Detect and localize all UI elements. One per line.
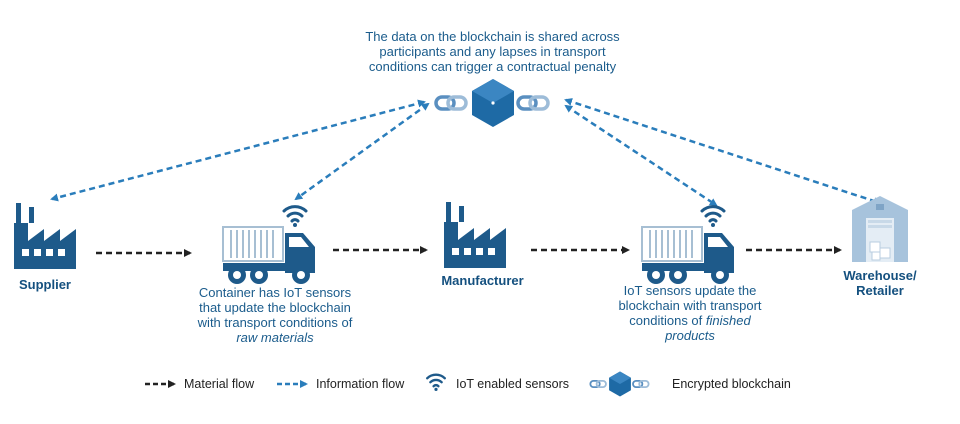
warehouse-label: Warehouse/ Retailer xyxy=(830,268,930,298)
truck1-caption: Container has IoT sensors that update th… xyxy=(180,285,370,345)
wifi-icon xyxy=(700,205,726,229)
material-flow-arrows xyxy=(96,246,842,257)
legend-wifi-icon xyxy=(426,373,446,393)
truck2-italic-inline: finished xyxy=(705,313,751,328)
warehouse-icon xyxy=(852,196,908,262)
legend-iot-label: IoT enabled sensors xyxy=(456,377,570,391)
note-line-1: The data on the blockchain is shared acr… xyxy=(365,29,620,44)
info-arrow-truck1 xyxy=(294,102,430,201)
truck-raw-materials-icon xyxy=(222,226,316,285)
truck2-line-2: blockchain with transport xyxy=(618,298,762,313)
manufacturer-factory-icon xyxy=(444,202,506,268)
warehouse-line-2: Retailer xyxy=(856,283,904,298)
truck2-line-3: conditions of finished xyxy=(605,313,775,328)
info-arrow-truck2 xyxy=(564,104,718,207)
supplier-label: Supplier xyxy=(18,277,71,292)
legend-blockchain-label: Encrypted blockchain xyxy=(672,377,791,391)
supplier-factory-icon xyxy=(14,203,76,269)
truck2-line-1: IoT sensors update the xyxy=(623,283,757,298)
truck1-italic: raw materials xyxy=(236,330,314,345)
note-line-2: participants and any lapses in transport xyxy=(379,44,606,59)
wifi-icon xyxy=(282,205,308,229)
blockchain-icon xyxy=(434,79,550,127)
info-arrow-warehouse xyxy=(564,98,882,205)
legend-blockchain-icon xyxy=(589,371,650,397)
truck1-line-1: Container has IoT sensors xyxy=(198,285,352,300)
note-line-3: conditions can trigger a contractual pen… xyxy=(368,59,617,74)
warehouse-line-1: Warehouse/ xyxy=(843,268,917,283)
legend-material-label: Material flow xyxy=(184,377,255,391)
info-arrow-supplier xyxy=(50,99,426,202)
legend-information-label: Information flow xyxy=(316,377,405,391)
manufacturer-label: Manufacturer xyxy=(441,273,524,288)
truck2-italic: products xyxy=(665,328,715,343)
truck1-line-2: that update the blockchain xyxy=(199,300,351,315)
truck2-caption: IoT sensors update the blockchain with t… xyxy=(605,283,775,343)
information-flow-arrows xyxy=(50,98,882,207)
truck-finished-products-icon xyxy=(641,226,735,285)
legend-graphics xyxy=(145,371,650,397)
truck2-line-3-text: conditions of xyxy=(629,313,703,328)
blockchain-note: The data on the blockchain is shared acr… xyxy=(340,29,645,74)
truck1-line-3: with transport conditions of xyxy=(197,315,353,330)
